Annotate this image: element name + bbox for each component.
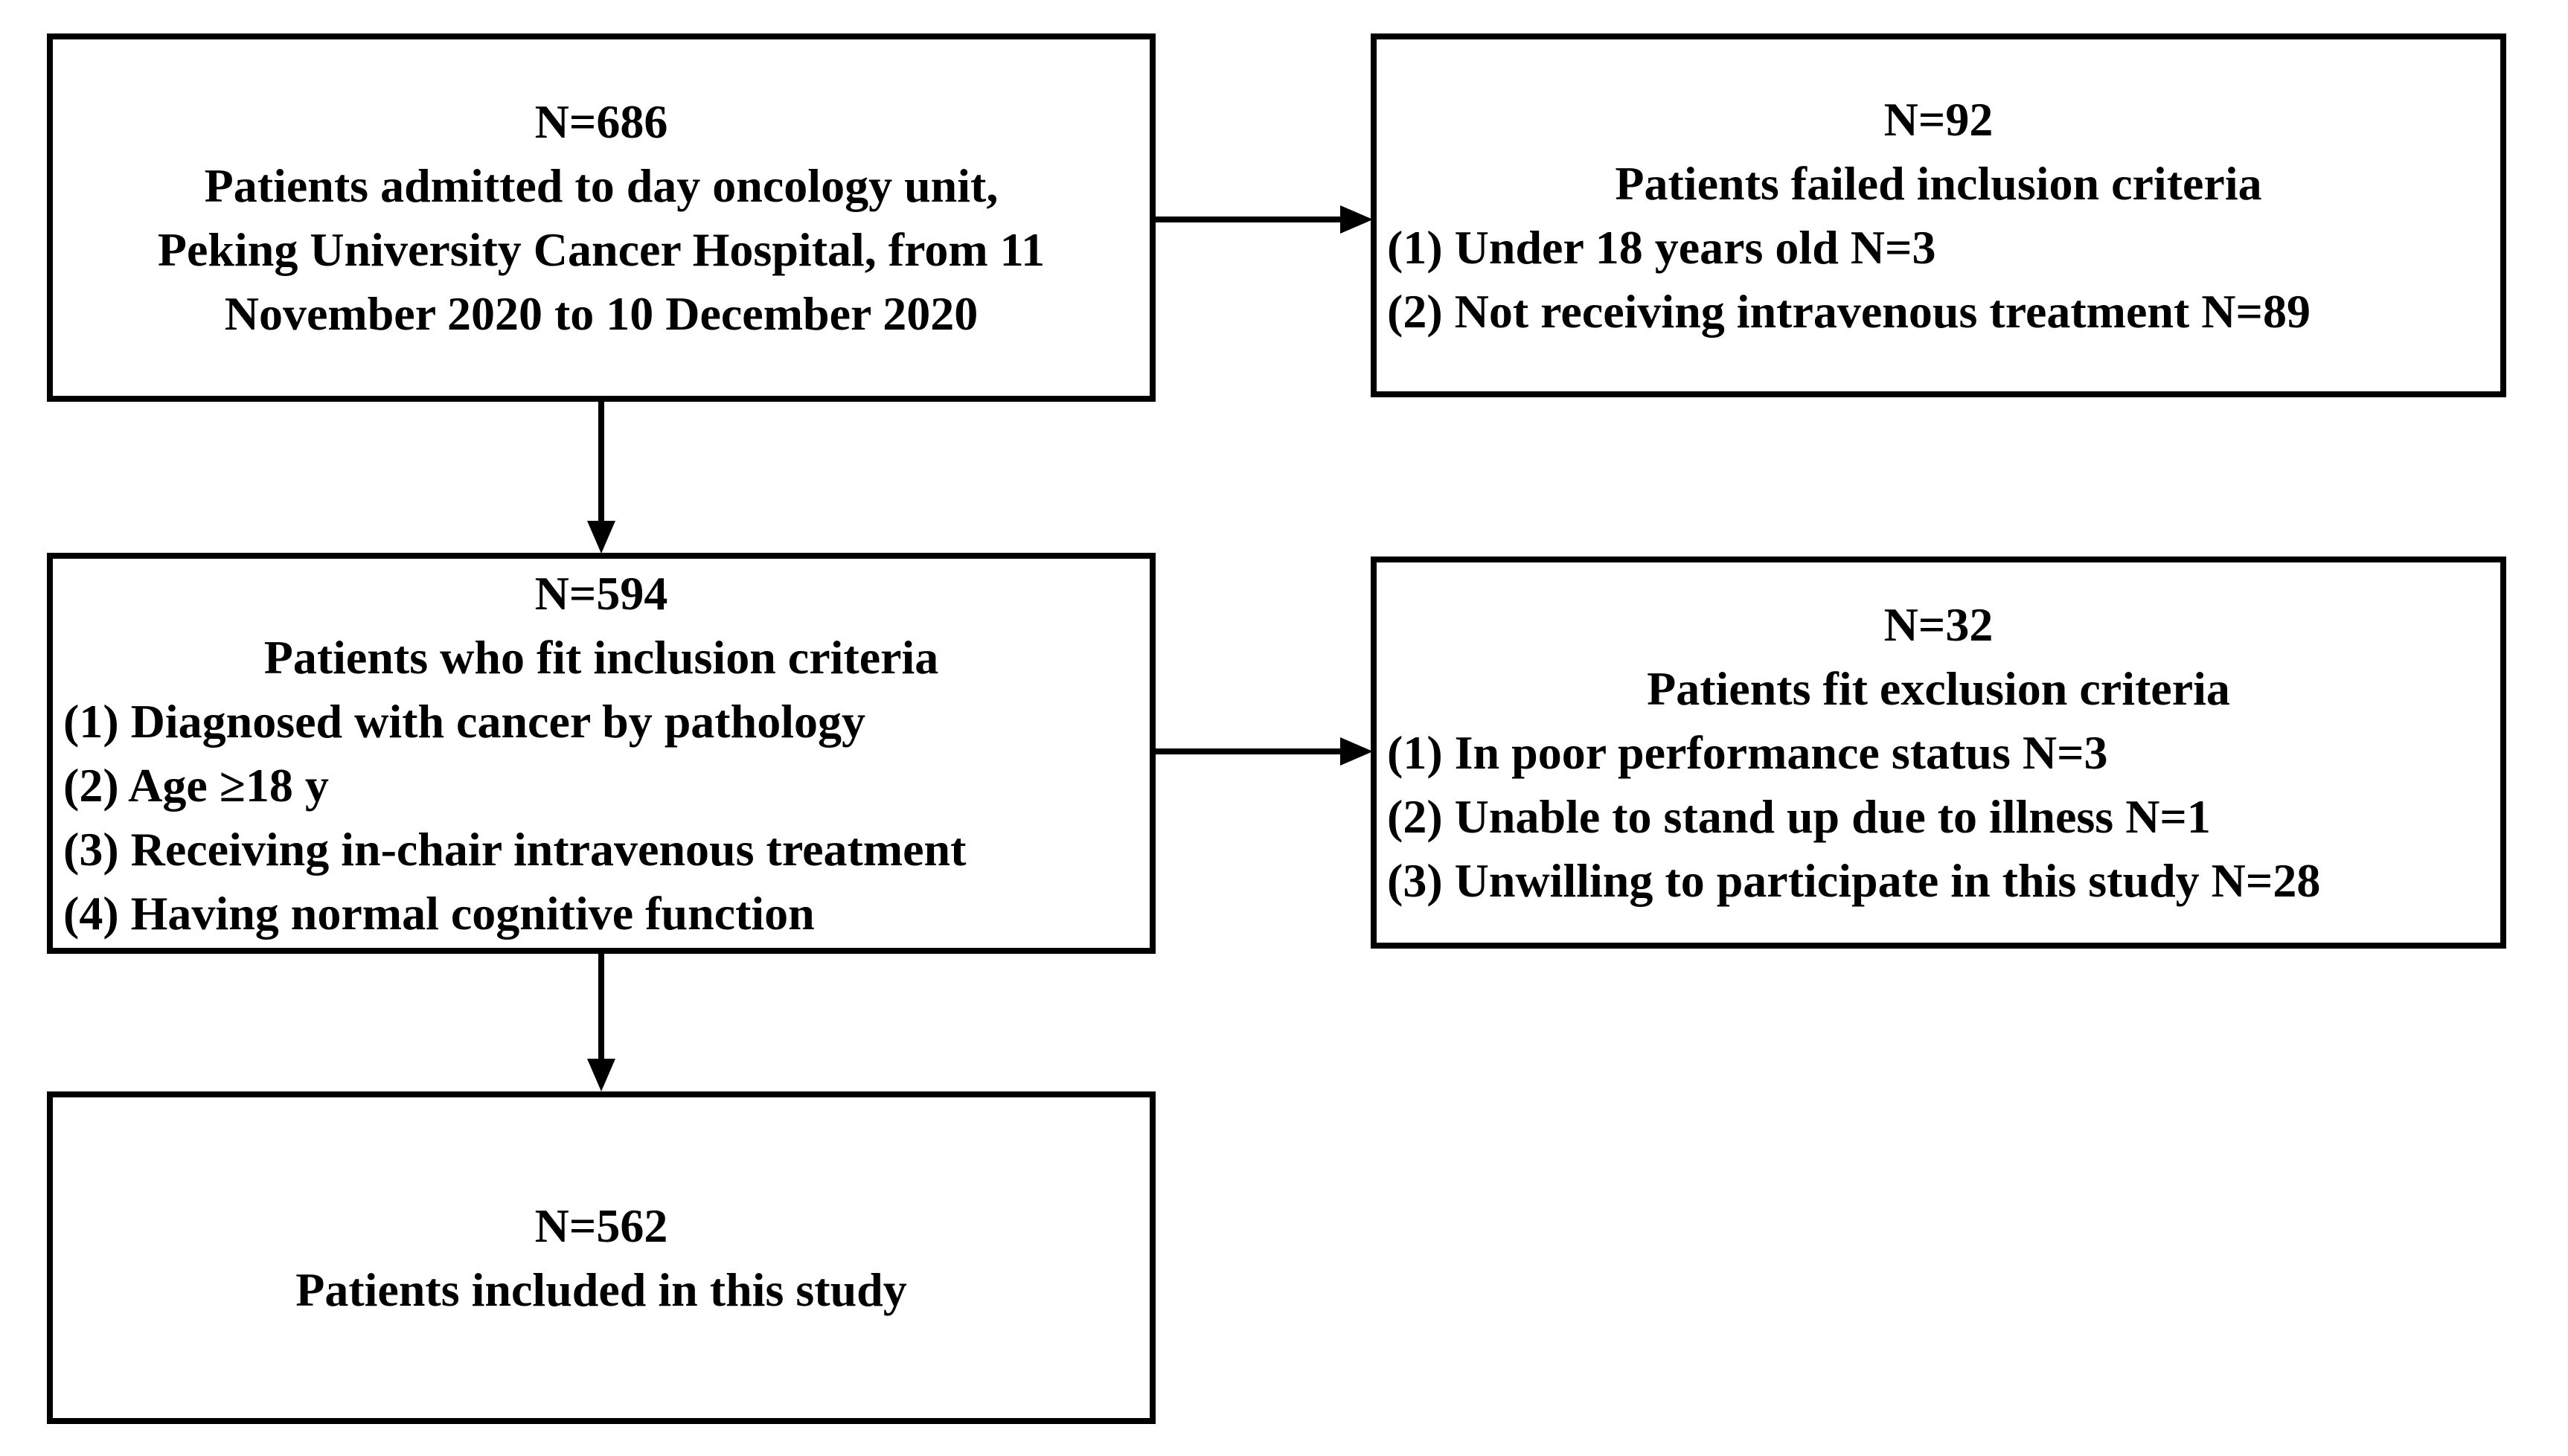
box-fit-exclusion: N=32 Patients fit exclusion criteria (1)… xyxy=(1371,557,2506,949)
arrowhead-down-icon xyxy=(587,521,615,554)
box-fit-inclusion-item: (1) Diagnosed with cancer by pathology xyxy=(63,694,865,748)
box-included-title: Patients included in this study xyxy=(295,1263,907,1316)
box-fit-inclusion: N=594 Patients who fit inclusion criteri… xyxy=(47,553,1156,954)
box-fit-inclusion-item: (3) Receiving in-chair intravenous treat… xyxy=(63,822,967,876)
box-included: N=562 Patients included in this study xyxy=(47,1091,1156,1424)
box-included-count: N=562 xyxy=(534,1199,668,1252)
arrowhead-right-icon xyxy=(1340,737,1373,766)
arrowhead-right-icon xyxy=(1340,205,1373,234)
box-failed-inclusion: N=92 Patients failed inclusion criteria … xyxy=(1371,33,2506,397)
box-fit-inclusion-item: (2) Age ≥18 y xyxy=(63,758,329,812)
box-failed-inclusion-item: (2) Not receiving intravenous treatment … xyxy=(1387,284,2311,338)
box-fit-inclusion-title: Patients who fit inclusion criteria xyxy=(263,630,939,684)
box-admitted-line: Peking University Cancer Hospital, from … xyxy=(157,222,1046,276)
box-fit-exclusion-item: (2) Unable to stand up due to illness N=… xyxy=(1387,789,2211,843)
arrowhead-down-icon xyxy=(587,1059,615,1091)
box-fit-exclusion-item: (1) In poor performance status N=3 xyxy=(1387,725,2108,779)
box-failed-inclusion-count: N=92 xyxy=(1883,92,1994,146)
arrow-admitted-to-fit-inclusion-line xyxy=(598,402,604,522)
box-admitted-line: November 2020 to 10 December 2020 xyxy=(224,286,979,340)
box-fit-exclusion-count: N=32 xyxy=(1883,597,1994,651)
box-admitted: N=686 Patients admitted to day oncology … xyxy=(47,33,1156,402)
box-fit-inclusion-item: (4) Having normal cognitive function xyxy=(63,886,815,940)
arrow-fit-inclusion-to-included-line xyxy=(598,954,604,1060)
box-admitted-count: N=686 xyxy=(534,94,668,148)
box-fit-exclusion-title: Patients fit exclusion criteria xyxy=(1647,661,2230,715)
arrow-fit-inclusion-to-fit-exclusion-line xyxy=(1156,748,1342,754)
box-fit-exclusion-item: (3) Unwilling to participate in this stu… xyxy=(1387,853,2321,907)
box-failed-inclusion-title: Patients failed inclusion criteria xyxy=(1615,156,2262,210)
box-failed-inclusion-item: (1) Under 18 years old N=3 xyxy=(1387,220,1936,274)
box-admitted-line: Patients admitted to day oncology unit, xyxy=(204,158,999,212)
arrow-admitted-to-failed-inclusion-line xyxy=(1156,217,1342,222)
box-fit-inclusion-count: N=594 xyxy=(534,566,668,620)
